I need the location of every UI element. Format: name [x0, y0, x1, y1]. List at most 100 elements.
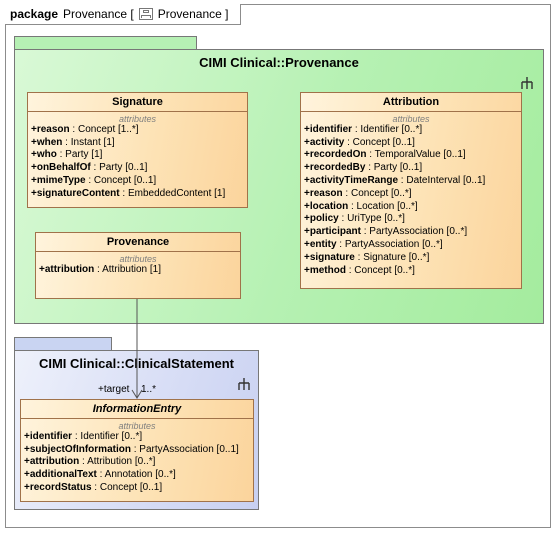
- frame-keyword: package: [10, 7, 59, 21]
- attribute-type: : PartyAssociation [0..1]: [130, 443, 239, 455]
- attribute-row[interactable]: +attribution : Attribution [0..*]: [24, 456, 250, 469]
- attribute-type: : EmbeddedContent [1]: [119, 187, 226, 199]
- diagram-frame-tab: package Provenance [ Provenance ]: [5, 4, 242, 25]
- attribute-type: : PartyAssociation [0..*]: [360, 226, 468, 238]
- provenance-class[interactable]: Provenance attributes +attribution : Att…: [35, 232, 241, 299]
- clinical-statement-package-tab: [14, 337, 112, 351]
- attribute-type: : UriType [0..*]: [338, 213, 405, 225]
- attribute-row[interactable]: +recordStatus : Concept [0..1]: [24, 482, 250, 495]
- attribute-row[interactable]: +subjectOfInformation : PartyAssociation…: [24, 444, 250, 457]
- attribute-type: : Signature [0..*]: [354, 251, 430, 263]
- attribute-row[interactable]: +who : Party [1]: [31, 149, 244, 162]
- class-name: Attribution: [301, 93, 521, 112]
- attribute-type: : Party [0..1]: [90, 162, 148, 174]
- package-diagram-icon: [138, 8, 153, 20]
- attribute-name: +identifier: [24, 430, 73, 442]
- provenance-package-tab: [14, 36, 197, 50]
- attribute-row[interactable]: +location : Location [0..*]: [304, 201, 518, 214]
- information-entry-class[interactable]: InformationEntry attributes +identifier …: [20, 399, 254, 502]
- attribute-type: : Annotation [0..*]: [96, 469, 176, 481]
- attribute-type: : Attribution [0..*]: [79, 456, 156, 468]
- attribute-row[interactable]: +reason : Concept [1..*]: [31, 124, 244, 137]
- attribute-name: +entity: [304, 238, 337, 250]
- attribute-type: : Concept [1..*]: [69, 123, 139, 135]
- class-name: Signature: [28, 93, 247, 112]
- attribute-type: : Party [0..1]: [365, 162, 423, 174]
- attribute-row[interactable]: +when : Instant [1]: [31, 137, 244, 150]
- attribute-row[interactable]: +activityTimeRange : DateInterval [0..1]: [304, 175, 518, 188]
- attribute-name: +location: [304, 200, 349, 212]
- attribute-list: +reason : Concept [1..*]+when : Instant …: [28, 124, 247, 203]
- attribute-row[interactable]: +signature : Signature [0..*]: [304, 252, 518, 265]
- signature-class[interactable]: Signature attributes +reason : Concept […: [27, 92, 248, 208]
- attribute-list: +attribution : Attribution [1]: [36, 264, 240, 279]
- attribute-row[interactable]: +reason : Concept [0..*]: [304, 188, 518, 201]
- attribute-name: +attribution: [24, 456, 80, 468]
- attribute-row[interactable]: +signatureContent : EmbeddedContent [1]: [31, 188, 244, 201]
- attribute-row[interactable]: +policy : UriType [0..*]: [304, 213, 518, 226]
- attribute-type: : Identifier [0..*]: [352, 123, 423, 135]
- attribute-row[interactable]: +identifier : Identifier [0..*]: [304, 124, 518, 137]
- attribute-name: +signatureContent: [31, 187, 120, 199]
- tree-structure-icon: [238, 378, 250, 390]
- attribute-row[interactable]: +entity : PartyAssociation [0..*]: [304, 239, 518, 252]
- attribute-row[interactable]: +attribution : Attribution [1]: [39, 264, 237, 277]
- attribute-name: +attribution: [39, 263, 95, 275]
- attribute-name: +activity: [304, 136, 345, 148]
- class-name: Provenance: [36, 233, 240, 252]
- attribute-type: : PartyAssociation [0..*]: [336, 238, 443, 250]
- attribute-list: +identifier : Identifier [0..*]+activity…: [301, 124, 521, 280]
- attribute-type: : Concept [0..1]: [85, 174, 157, 186]
- attribute-row[interactable]: +method : Concept [0..*]: [304, 265, 518, 278]
- frame-package-name: Provenance [: [63, 7, 134, 21]
- attribute-type: : DateInterval [0..1]: [398, 174, 486, 186]
- attribute-name: +mimeType: [31, 174, 86, 186]
- attribute-type: : Attribution [1]: [94, 263, 161, 275]
- attribute-name: +onBehalfOf: [31, 162, 91, 174]
- attribute-name: +participant: [304, 226, 361, 238]
- attribute-type: : Concept [0..*]: [345, 264, 415, 276]
- attribute-name: +reason: [31, 123, 70, 135]
- attribute-name: +recordedBy: [304, 162, 366, 174]
- attributes-section-label: attributes: [392, 113, 430, 124]
- attribute-name: +activityTimeRange: [304, 174, 399, 186]
- association-role-label: +target: [98, 384, 130, 395]
- attribute-row[interactable]: +activity : Concept [0..1]: [304, 137, 518, 150]
- attribute-type: : TemporalValue [0..1]: [366, 149, 466, 161]
- attribute-name: +recordedOn: [304, 149, 367, 161]
- attribute-type: : Location [0..*]: [348, 200, 418, 212]
- attribute-name: +reason: [304, 187, 343, 199]
- attributes-section-label: attributes: [119, 253, 157, 264]
- frame-diagram-name: Provenance ]: [157, 7, 229, 21]
- attribute-row[interactable]: +recordedBy : Party [0..1]: [304, 162, 518, 175]
- attribute-type: : Instant [1]: [62, 136, 115, 148]
- attribute-name: +when: [31, 136, 63, 148]
- attribute-name: +recordStatus: [24, 481, 92, 493]
- attribute-type: : Concept [0..1]: [91, 481, 163, 493]
- attribute-row[interactable]: +onBehalfOf : Party [0..1]: [31, 162, 244, 175]
- attribute-row[interactable]: +identifier : Identifier [0..*]: [24, 431, 250, 444]
- attribute-type: : Concept [0..1]: [344, 136, 415, 148]
- provenance-package-title: CIMI Clinical::Provenance: [199, 55, 359, 70]
- tree-structure-icon: [521, 77, 533, 89]
- attributes-section-label: attributes: [118, 420, 156, 431]
- attribute-row[interactable]: +recordedOn : TemporalValue [0..1]: [304, 149, 518, 162]
- attribute-name: +identifier: [304, 123, 353, 135]
- attribute-type: : Identifier [0..*]: [72, 430, 143, 442]
- attributes-section-label: attributes: [118, 113, 157, 124]
- attribute-name: +policy: [304, 213, 339, 225]
- attribute-type: : Concept [0..*]: [342, 187, 412, 199]
- association-multiplicity-label: 1..*: [141, 384, 157, 395]
- attribute-name: +subjectOfInformation: [24, 443, 131, 455]
- class-name: InformationEntry: [21, 400, 253, 419]
- attribute-name: +signature: [304, 251, 355, 263]
- clinical-statement-package-title: CIMI Clinical::ClinicalStatement: [38, 356, 235, 371]
- attribute-name: +method: [304, 264, 346, 276]
- attribute-list: +identifier : Identifier [0..*]+subjectO…: [21, 431, 253, 497]
- attribute-row[interactable]: +additionalText : Annotation [0..*]: [24, 469, 250, 482]
- attribute-row[interactable]: +participant : PartyAssociation [0..*]: [304, 226, 518, 239]
- attribution-class[interactable]: Attribution attributes +identifier : Ide…: [300, 92, 522, 289]
- attribute-name: +who: [31, 149, 57, 161]
- attribute-type: : Party [1]: [56, 149, 103, 161]
- attribute-row[interactable]: +mimeType : Concept [0..1]: [31, 175, 244, 188]
